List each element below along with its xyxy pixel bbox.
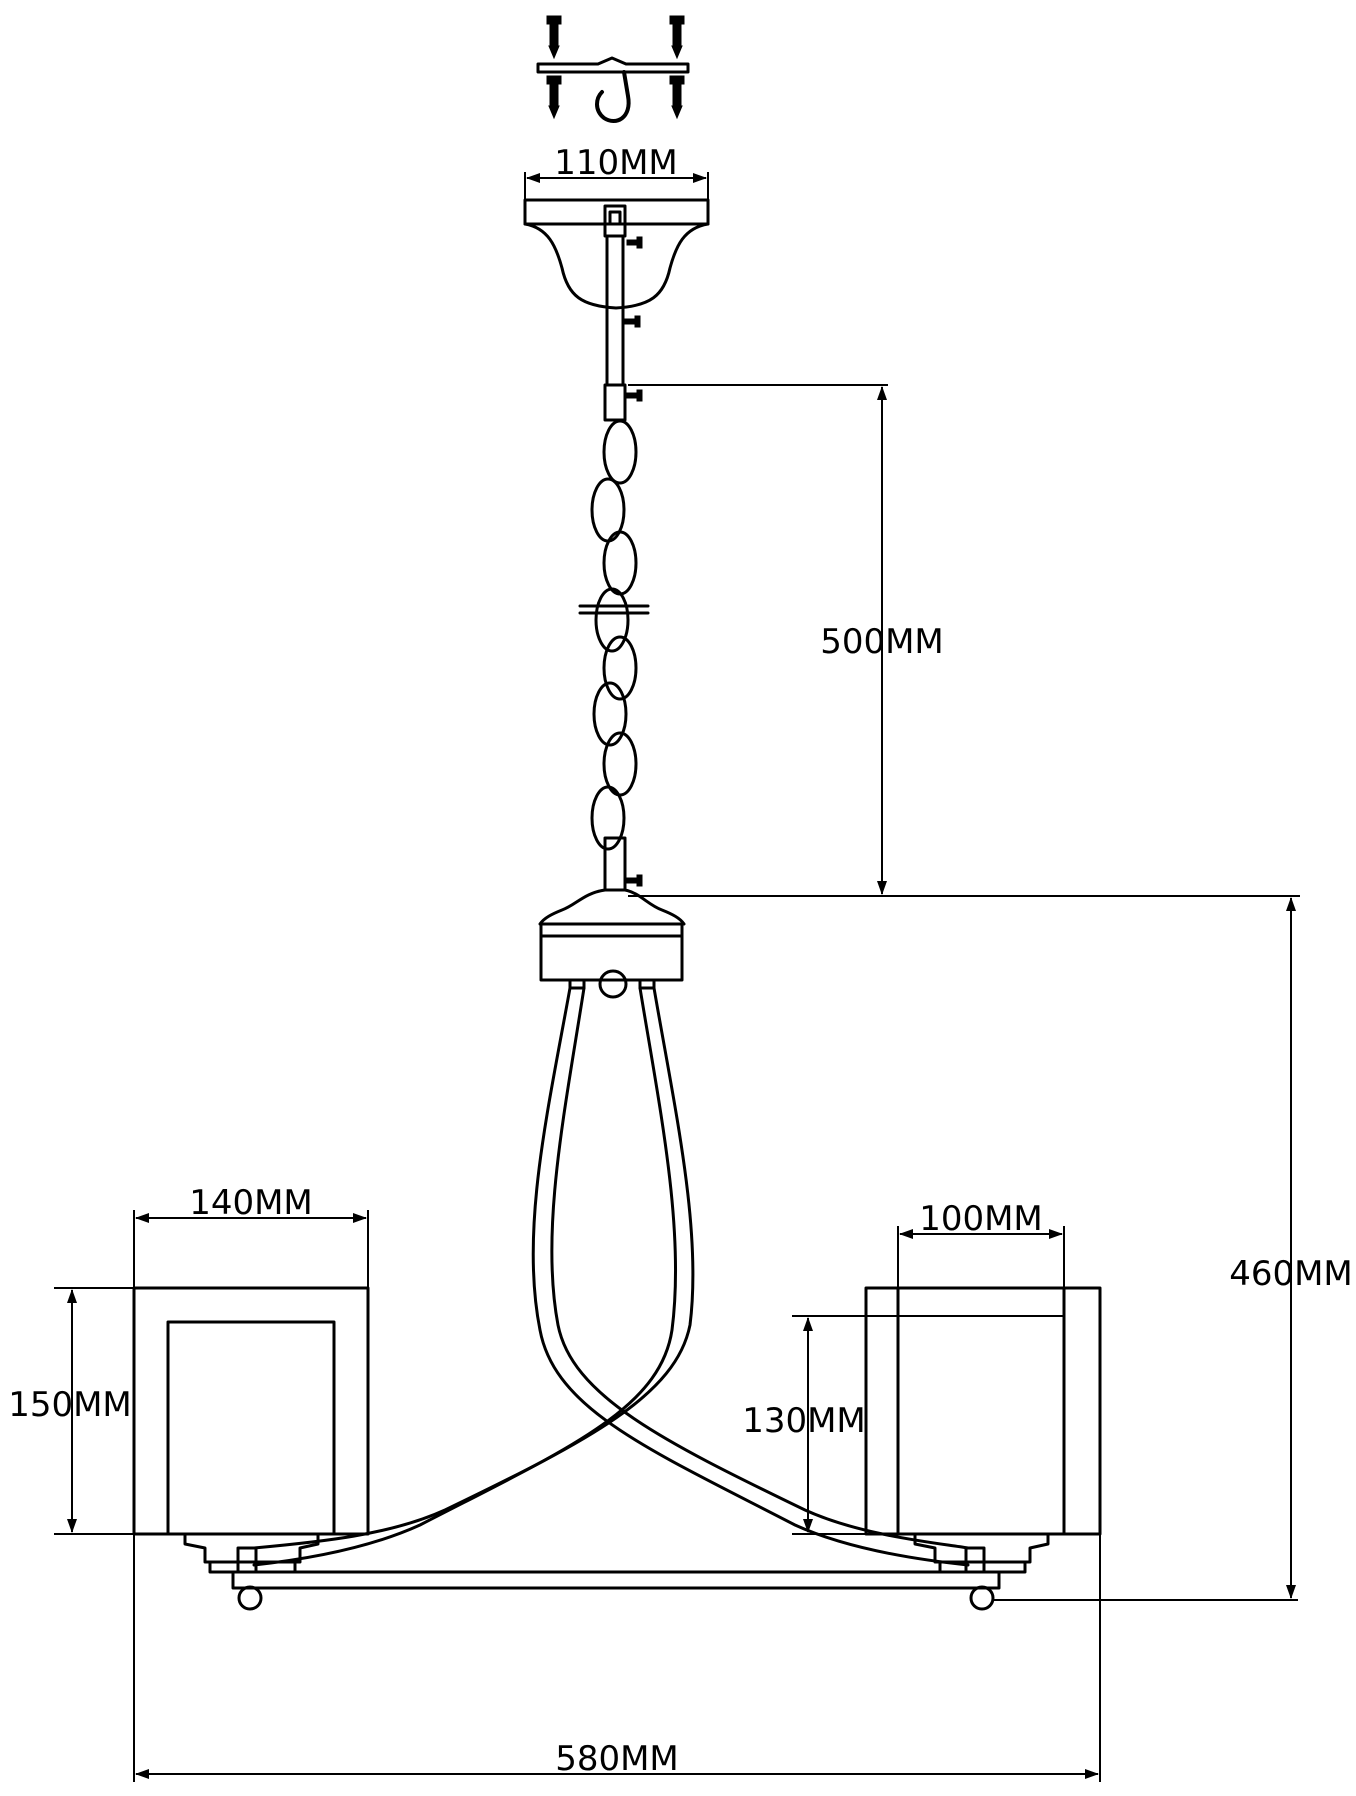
screw-icon (669, 15, 685, 60)
chain (578, 383, 650, 892)
mounting-plate (536, 56, 690, 74)
left-shade-width-label: 140MM (189, 1183, 313, 1223)
arms (252, 986, 970, 1567)
left-shade (132, 1286, 370, 1574)
screw-icon (626, 874, 643, 887)
screw-icon (626, 236, 643, 249)
dimension-lines (54, 172, 1300, 1782)
screw-icon (546, 15, 562, 60)
right-shade-width-label: 100MM (919, 1199, 1043, 1239)
center-hub (538, 888, 686, 999)
base-bar (231, 1546, 1001, 1611)
screw-icon (626, 389, 643, 402)
left-shade-height-label: 150MM (8, 1385, 132, 1425)
ceiling-hook-icon (595, 70, 631, 124)
screw-icon (669, 75, 685, 120)
screw-icon (546, 75, 562, 120)
mounting-hardware (536, 15, 690, 124)
overall-width-label: 580MM (555, 1739, 679, 1779)
screw-icon (624, 315, 641, 328)
canopy (523, 198, 710, 387)
chain-length-label: 500MM (820, 622, 944, 662)
right-shade-height-label: 130MM (742, 1401, 866, 1441)
right-shade (864, 1286, 1102, 1574)
body-height-label: 460MM (1229, 1254, 1353, 1294)
canopy-width-label: 110MM (554, 143, 678, 183)
dimension-labels: 110MM 500MM 460MM 140MM 150MM 100MM 130M… (8, 143, 1353, 1779)
